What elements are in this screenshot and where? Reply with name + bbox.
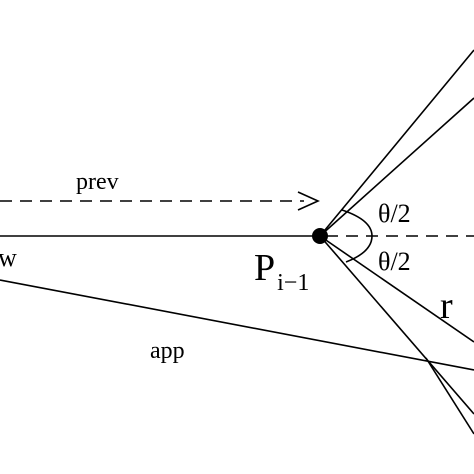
prev-arrowhead	[297, 191, 320, 211]
theta-upper-arc	[341, 209, 373, 237]
point-marker	[312, 228, 328, 244]
upper-cone-line-inner	[319, 97, 474, 237]
upper-cone-line-outer	[319, 49, 474, 237]
r-label: r	[440, 285, 453, 327]
w-label: w	[0, 243, 17, 272]
theta-upper-label: θ/2	[378, 199, 411, 228]
crossing-line	[425, 357, 474, 435]
lower-cone-line-outer	[319, 235, 474, 415]
app-label: app	[150, 338, 185, 364]
app-line	[0, 279, 474, 371]
point-label-main: P	[254, 247, 275, 289]
prev-label: prev	[76, 169, 119, 195]
theta-lower-label: θ/2	[378, 247, 411, 276]
point-label-subscript: i−1	[277, 270, 309, 296]
theta-lower-arc	[345, 235, 373, 263]
point-label: Pi−1	[254, 247, 309, 296]
lower-cone-line-inner	[319, 235, 474, 343]
